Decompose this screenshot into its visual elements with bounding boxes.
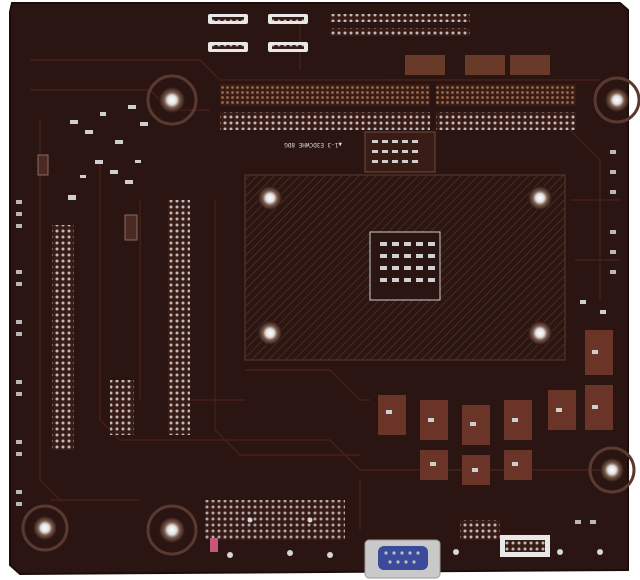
vrm-pads (378, 330, 613, 485)
right-edge-pads (575, 150, 616, 524)
smd-cluster-left (37, 105, 148, 241)
bottom-edge-pads (227, 517, 603, 558)
power-pads-top (405, 55, 550, 75)
top-pin-strip (330, 14, 470, 22)
vrm-solder-points (386, 300, 606, 472)
top-pin-strip-2 (330, 28, 470, 36)
top-serial-headers (208, 14, 308, 52)
silkscreen-board-code: ▲1-3 E3DCWHE 8DG (284, 141, 342, 148)
memory-slot-pins (220, 84, 576, 130)
board-mount-holes (21, 74, 640, 556)
expansion-slot-pins (52, 200, 190, 450)
audio-connector-pin (210, 538, 218, 552)
cpu-center-components (369, 231, 441, 301)
vga-connector (364, 539, 441, 579)
rear-io-pins (205, 500, 500, 540)
bottom-right-header (500, 535, 550, 557)
smd-cluster-memory (364, 131, 436, 173)
cpu-mount-holes (258, 186, 552, 345)
left-edge-pads (16, 200, 22, 506)
